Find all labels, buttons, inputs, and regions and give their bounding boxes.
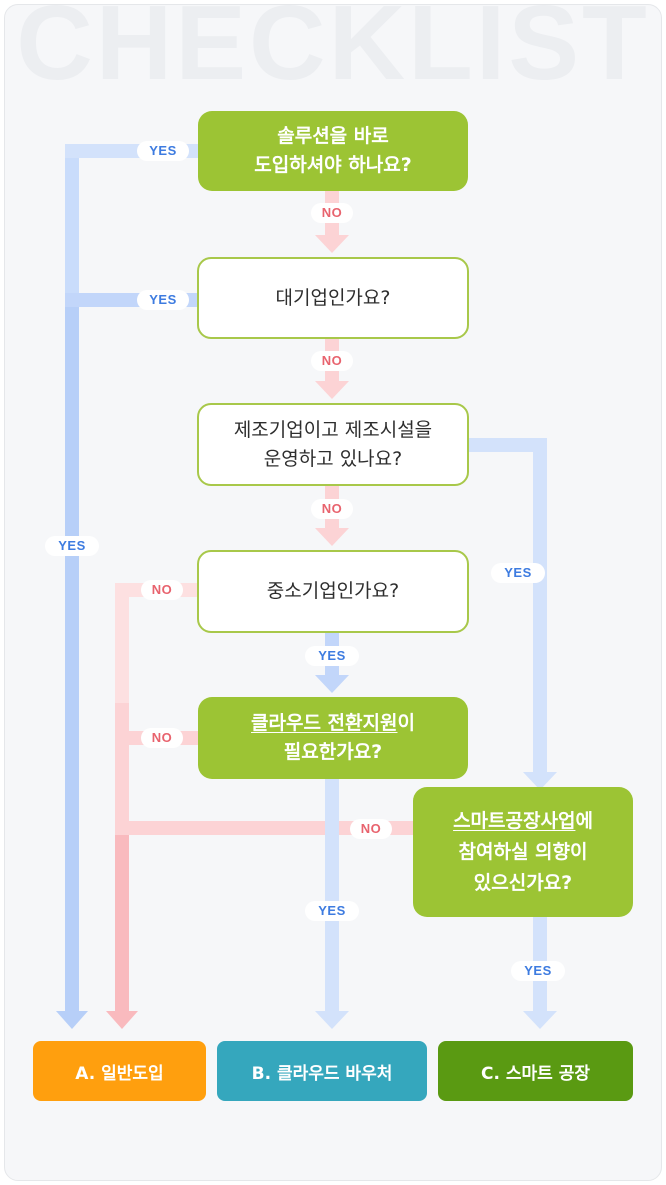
no-trunk-light xyxy=(115,583,129,703)
yes-arrowhead-b xyxy=(315,1011,349,1029)
question-6-line-2: 참여하실 의향이 xyxy=(458,840,588,863)
no-arrowhead-a xyxy=(106,1011,138,1029)
yes-label-q1: YES xyxy=(137,141,189,161)
question-5-line-2: 필요한가요? xyxy=(283,741,383,763)
yes-label-q2: YES xyxy=(137,290,189,310)
yes-arrow-q5-b xyxy=(325,779,339,1013)
no-arrowhead-q2 xyxy=(315,235,349,253)
yes-label-q6: YES xyxy=(511,961,565,981)
no-label-q5: NO xyxy=(141,728,183,748)
yes-label-left-trunk: YES xyxy=(45,536,99,556)
yes-arrowhead-c xyxy=(523,1011,557,1029)
yes-label-q4: YES xyxy=(305,646,359,666)
yes-label-q5: YES xyxy=(305,901,359,921)
watermark-text: CHECKLIST xyxy=(16,4,650,102)
no-label-q2: NO xyxy=(311,351,353,371)
question-5-box: 클라우드 전환지원이 필요한가요? xyxy=(198,697,468,779)
question-4-line-1: 중소기업인가요? xyxy=(266,580,400,602)
question-3-line-1: 제조기업이고 제조시설을 xyxy=(233,418,433,441)
question-6-line-3: 있으신가요? xyxy=(473,871,573,894)
question-1-box: 솔루션을 바로 도입하셔야 하나요? xyxy=(198,111,468,191)
no-arrowhead-q4 xyxy=(315,528,349,546)
question-1-line-1: 솔루션을 바로 xyxy=(277,125,389,147)
result-c-smart-factory: C. 스마트 공장 xyxy=(438,1041,633,1101)
yes-arrowhead-a xyxy=(56,1011,88,1029)
yes-arrow-q3-q6 xyxy=(533,438,547,774)
no-trunk-strong xyxy=(115,821,129,1013)
question-6-line-1: 스마트공장사업에 xyxy=(453,806,593,837)
question-5-line-1: 클라우드 전환지원이 xyxy=(251,709,415,738)
result-a-general-adoption: A. 일반도입 xyxy=(33,1041,206,1101)
question-4-box: 중소기업인가요? xyxy=(197,550,469,633)
question-5-underlined-text: 클라우드 전환지원 xyxy=(251,712,398,734)
question-6-suffix: 에 xyxy=(575,809,593,832)
yes-arrowhead-q5 xyxy=(315,675,349,693)
yes-trunk-strong xyxy=(65,293,79,1013)
question-3-box: 제조기업이고 제조시설을 운영하고 있나요? xyxy=(197,403,469,486)
question-3-line-2: 운영하고 있나요? xyxy=(263,447,403,470)
yes-arrowhead-q6 xyxy=(523,772,557,790)
no-label-q1: NO xyxy=(311,203,353,223)
question-1-line-2: 도입하셔야 하나요? xyxy=(254,154,412,176)
question-6-underlined-text: 스마트공장사업 xyxy=(453,809,576,832)
question-2-box: 대기업인가요? xyxy=(197,257,469,339)
result-b-cloud-voucher: B. 클라우드 바우처 xyxy=(217,1041,427,1101)
no-arrowhead-q3 xyxy=(315,381,349,399)
no-label-q6: NO xyxy=(350,819,392,839)
no-label-q4: NO xyxy=(141,580,183,600)
no-label-q3: NO xyxy=(311,499,353,519)
yes-label-q3: YES xyxy=(491,563,545,583)
checklist-card: CHECKLIST xyxy=(4,4,662,1181)
yes-connector-q3 xyxy=(469,438,547,452)
no-trunk-mid xyxy=(115,703,129,821)
question-2-line-1: 대기업인가요? xyxy=(275,286,391,309)
question-5-suffix: 이 xyxy=(397,712,415,734)
question-6-box: 스마트공장사업에 참여하실 의향이 있으신가요? xyxy=(413,787,633,917)
